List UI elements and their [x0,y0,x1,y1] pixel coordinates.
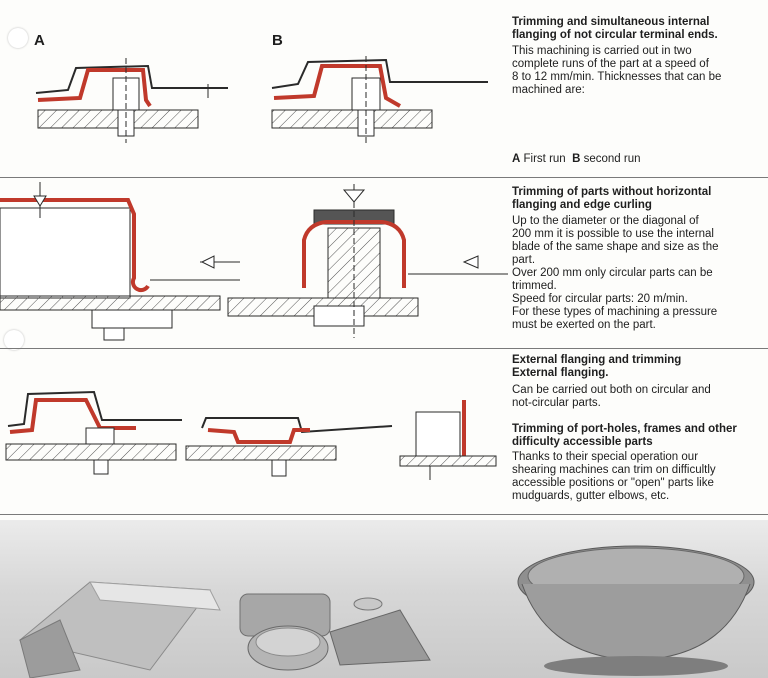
divider-3 [0,514,768,515]
diagram-edge-curling [0,182,240,341]
section-2-body-line: Up to the diameter or the diagonal of [512,215,699,227]
section-2-heading-line: Trimming of parts without horizontal [512,186,712,198]
section-3-heading: External flanging and trimming External … [512,354,762,380]
section-1-body-line: 8 to 12 mm/min. Thicknesses that can be [512,71,722,83]
section-3-body-2-line: accessible positions or "open" parts lik… [512,477,714,489]
section-2-heading-line: flanging and edge curling [512,199,652,211]
diagram-external-flange [5,390,182,475]
section-2-body-line: Over 200 mm only circular parts can be [512,267,713,279]
section-2-body-line: Speed for circular parts: 20 m/min. [512,293,688,305]
section-2-body: Up to the diameter or the diagonal of 20… [512,215,762,332]
section-3-body-line: Can be carried out both on circular and [512,384,711,396]
section-1-heading-line: flanging of not circular terminal ends. [512,29,718,41]
diagram-b [271,56,488,143]
diagram-flat-trim [185,417,393,477]
section-1-body-line: This machining is carried out in two [512,45,692,57]
punch-hole-top [8,28,28,48]
section-3-heading-line: External flanging and trimming [512,354,682,366]
diagram-internal-blade [227,184,508,338]
run-legend-b-letter: B [572,153,581,165]
section-3-body-2: Thanks to their special operation our sh… [512,451,762,503]
section-2-body-line: part. [512,254,536,266]
section-3-body-line: not-circular parts. [512,397,601,409]
photo-box-parts [239,593,431,671]
divider-2 [0,348,768,349]
section-1-body-line: complete runs of the part at a speed of [512,58,709,70]
diagram-label-a: A [34,32,45,49]
run-legend-b-text: second run [583,153,641,165]
section-3-body-2-line: mudguards, gutter elbows, etc. [512,490,670,502]
diagram-vertical-flange [399,400,497,480]
section-3-body-2-line: Thanks to their special operation our [512,451,699,463]
section-2-body-line: trimmed. [512,280,557,292]
run-legend-a-text: First run [523,153,566,165]
photo-bowl-part [517,545,755,676]
run-legend: A First run B second run [512,153,641,165]
section-3-heading-line: External flanging. [512,367,609,379]
section-2-heading: Trimming of parts without horizontal fla… [512,186,762,212]
diagram-label-b: B [272,32,283,49]
section-1-body-line: machined are: [512,84,585,96]
section-3-heading-2-line: difficulty accessible parts [512,436,653,448]
divider-1 [0,177,768,178]
section-2-body-line: blade of the same shape and size as the [512,241,719,253]
section-1-body: This machining is carried out in two com… [512,45,762,97]
section-2-body-line: 200 mm it is possible to use the interna… [512,228,714,240]
photo-scoop-part [18,581,221,678]
section-1-heading-line: Trimming and simultaneous internal [512,16,710,28]
section-2-body-line: For these types of machining a pressure [512,306,718,318]
run-legend-a-letter: A [512,153,521,165]
diagram-a [35,58,228,143]
section-3-body-2-line: shearing machines can trim on difficultl… [512,464,716,476]
product-photo-strip [0,520,768,678]
section-3-heading-2-line: Trimming of port-holes, frames and other [512,423,737,435]
punch-hole-bottom [4,330,24,350]
section-3-body: Can be carried out both on circular and … [512,384,762,410]
section-2-body-line: must be exerted on the part. [512,319,656,331]
section-1-heading: Trimming and simultaneous internal flang… [512,16,762,42]
section-3-heading-2: Trimming of port-holes, frames and other… [512,423,762,449]
